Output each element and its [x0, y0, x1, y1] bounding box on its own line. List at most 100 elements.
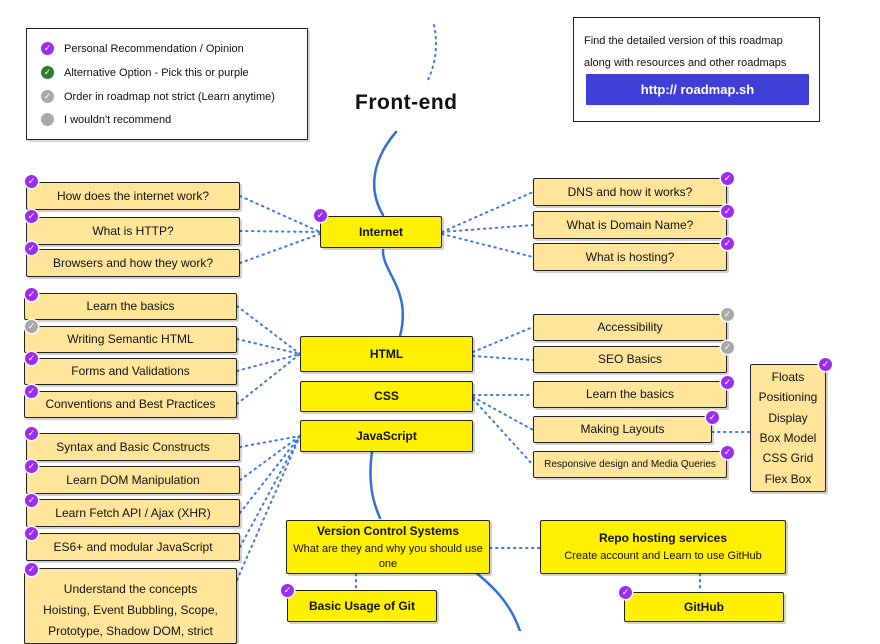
concept-line: Understand the concepts — [63, 582, 198, 596]
green-check-icon: ✓ — [41, 66, 54, 79]
topic-label: SEO Basics — [597, 352, 663, 367]
legend-label: Personal Recommendation / Opinion — [64, 42, 244, 55]
topic-es6[interactable]: ES6+ and modular JavaScript — [26, 533, 240, 561]
topic-label: Accessibility — [597, 320, 663, 335]
topic-label: Conventions and Best Practices — [45, 397, 216, 412]
purple-check-icon: ✓ — [25, 288, 38, 301]
purple-check-icon: ✓ — [25, 494, 38, 507]
topic-label: Forms and Validations — [71, 364, 190, 379]
purple-check-icon: ✓ — [721, 172, 734, 185]
purple-check-icon: ✓ — [25, 527, 38, 540]
grey-dot-icon — [41, 113, 54, 126]
grey-check-icon: ✓ — [721, 341, 734, 354]
topic-semantic-html[interactable]: Writing Semantic HTML — [24, 326, 237, 353]
topic-responsive-design[interactable]: Responsive design and Media Queries — [533, 451, 727, 478]
purple-check-icon: ✓ — [25, 242, 38, 255]
main-spine — [372, 130, 398, 217]
topic-javascript[interactable]: JavaScript — [300, 420, 473, 452]
topic-label: CSS — [374, 389, 399, 404]
topic-js-syntax[interactable]: Syntax and Basic Constructs — [26, 433, 240, 461]
topic-sublabel: What are they and why you should use one — [293, 542, 483, 570]
purple-check-icon: ✓ — [25, 175, 38, 188]
topic-label: What is Domain Name? — [566, 217, 694, 232]
topic-css-basics[interactable]: Learn the basics — [533, 381, 727, 408]
concept-line: Hoisting, Event Bubbling, Scope, — [43, 603, 218, 617]
topic-css[interactable]: CSS — [300, 381, 473, 412]
layout-item: CSS Grid — [762, 451, 814, 466]
topic-label: ES6+ and modular JavaScript — [53, 539, 213, 554]
topic-label: Responsive design and Media Queries — [544, 458, 716, 470]
main-spine — [381, 248, 405, 338]
info-box: Find the detailed version of this roadma… — [573, 17, 820, 122]
topic-domain-name[interactable]: What is Domain Name? — [533, 211, 727, 239]
layout-item: Flex Box — [764, 471, 812, 486]
topic-label: Making Layouts — [580, 422, 665, 437]
legend-label: Order in roadmap not strict (Learn anyti… — [64, 90, 275, 103]
topic-seo-basics[interactable]: SEO Basics — [533, 346, 727, 373]
purple-check-icon: ✓ — [25, 352, 38, 365]
topic-label: Learn the basics — [585, 387, 675, 402]
topic-label: What is HTTP? — [92, 223, 174, 238]
topic-internet-how[interactable]: How does the internet work? — [26, 182, 240, 210]
topic-dns[interactable]: DNS and how it works? — [533, 178, 727, 206]
legend-item: I wouldn't recommend — [41, 113, 171, 126]
page-title: Front-end — [355, 91, 458, 114]
topic-label: JavaScript — [356, 428, 417, 443]
roadmap-link-button[interactable]: http:// roadmap.sh — [586, 74, 809, 105]
topic-making-layouts[interactable]: Making Layouts — [533, 416, 712, 443]
topic-label: How does the internet work? — [56, 188, 210, 203]
grey-check-icon: ✓ — [721, 308, 734, 321]
concept-line: Prototype, Shadow DOM, strict — [48, 624, 213, 638]
topic-fetch-api[interactable]: Learn Fetch API / Ajax (XHR) — [26, 499, 240, 527]
layout-item: Display — [768, 410, 808, 425]
topic-github[interactable]: GitHub — [624, 592, 784, 622]
topic-version-control[interactable]: Version Control Systems What are they an… — [286, 520, 490, 574]
legend-item: ✓ Personal Recommendation / Opinion — [41, 42, 244, 55]
layouts-list[interactable]: Floats Positioning Display Box Model CSS… — [750, 364, 826, 492]
topic-label: Internet — [358, 224, 403, 239]
topic-label: Learn Fetch API / Ajax (XHR) — [55, 505, 211, 520]
topic-conventions[interactable]: Conventions and Best Practices — [24, 391, 237, 418]
topic-http[interactable]: What is HTTP? — [26, 217, 240, 245]
topic-git-basics[interactable]: Basic Usage of Git — [287, 590, 437, 622]
purple-check-icon: ✓ — [25, 563, 38, 576]
topic-label: HTML — [369, 346, 404, 361]
topic-sublabel: Create account and Learn to use GitHub — [564, 550, 762, 563]
main-spine — [369, 450, 382, 520]
topic-label: Repo hosting services — [598, 530, 728, 545]
topic-label: Syntax and Basic Constructs — [56, 439, 210, 454]
main-spine — [468, 566, 522, 631]
purple-check-icon: ✓ — [25, 427, 38, 440]
legend-item: ✓ Order in roadmap not strict (Learn any… — [41, 90, 275, 103]
grey-check-icon: ✓ — [41, 90, 54, 103]
topic-label: DNS and how it works? — [567, 184, 693, 199]
topic-internet[interactable]: Internet — [320, 216, 442, 248]
purple-check-icon: ✓ — [721, 376, 734, 389]
purple-check-icon: ✓ — [721, 446, 734, 459]
topic-html[interactable]: HTML — [300, 336, 473, 372]
purple-check-icon: ✓ — [281, 584, 294, 597]
topic-label: What is hosting? — [585, 249, 675, 264]
topic-js-concepts[interactable]: Understand the concepts Hoisting, Event … — [24, 568, 237, 644]
layout-item: Positioning — [758, 390, 818, 405]
purple-check-icon: ✓ — [706, 411, 719, 424]
grey-check-icon: ✓ — [25, 320, 38, 333]
legend: ✓ Personal Recommendation / Opinion ✓ Al… — [26, 28, 308, 140]
topic-hosting[interactable]: What is hosting? — [533, 243, 727, 271]
topic-accessibility[interactable]: Accessibility — [533, 314, 727, 341]
purple-check-icon: ✓ — [314, 209, 327, 222]
purple-check-icon: ✓ — [819, 358, 832, 371]
purple-check-icon: ✓ — [25, 210, 38, 223]
purple-check-icon: ✓ — [721, 237, 734, 250]
info-line: Find the detailed version of this roadma… — [584, 35, 783, 47]
purple-check-icon: ✓ — [619, 586, 632, 599]
topic-label: Version Control Systems — [316, 523, 460, 538]
topic-browsers[interactable]: Browsers and how they work? — [26, 249, 240, 277]
topic-label: Learn DOM Manipulation — [66, 472, 200, 487]
layout-item: Box Model — [759, 431, 817, 446]
topic-dom-manipulation[interactable]: Learn DOM Manipulation — [26, 466, 240, 494]
topic-forms[interactable]: Forms and Validations — [24, 358, 237, 385]
topic-html-basics[interactable]: Learn the basics — [24, 293, 237, 320]
topic-label: Basic Usage of Git — [308, 598, 416, 613]
topic-repo-hosting[interactable]: Repo hosting services Create account and… — [540, 520, 786, 574]
